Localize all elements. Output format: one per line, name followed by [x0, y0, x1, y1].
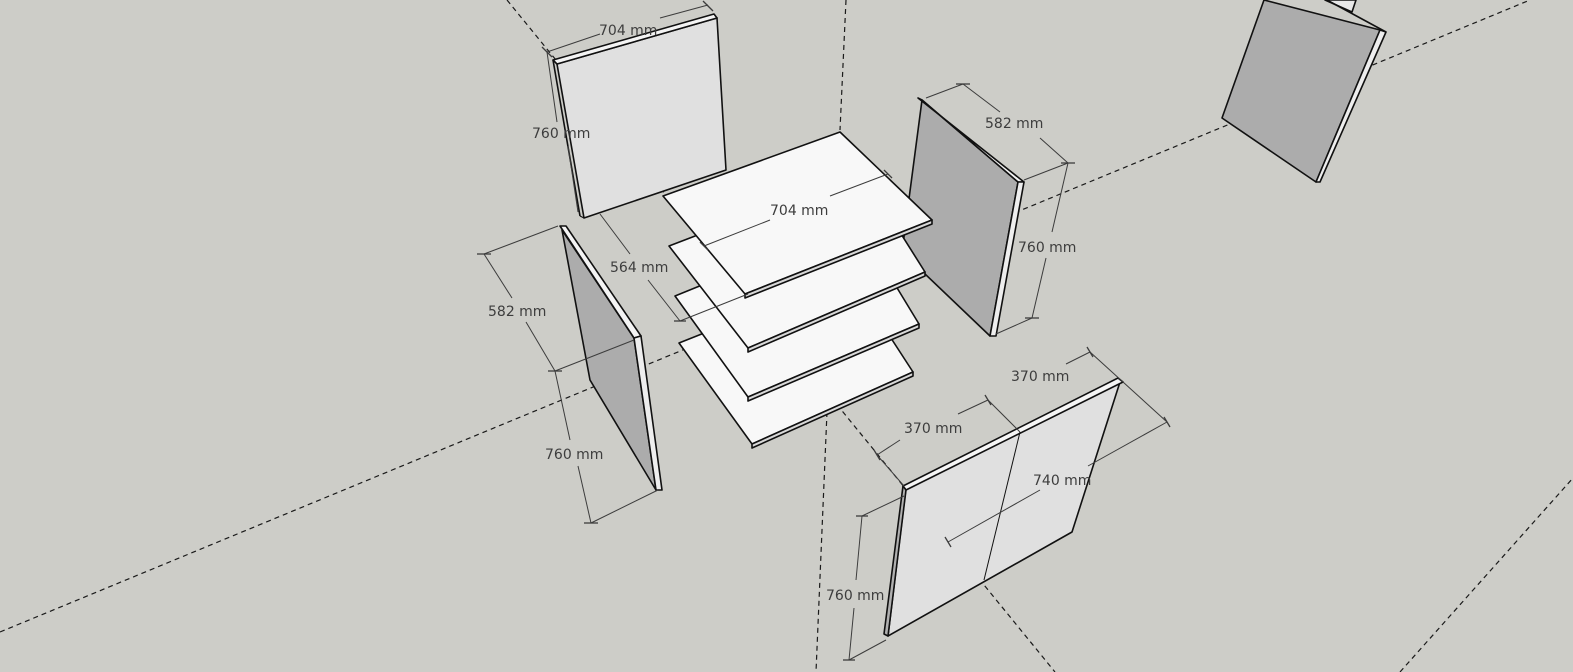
dim-back-width: 704 mm: [599, 23, 657, 39]
dimension-labels: 704 mm 760 mm 704 mm 564 mm 582 mm 760 m…: [488, 23, 1091, 604]
shelf-1[interactable]: [662, 131, 933, 299]
dim-right-depth: 582 mm: [985, 116, 1043, 132]
dim-door-a-width: 370 mm: [904, 421, 962, 437]
dim-door-height: 760 mm: [826, 588, 884, 604]
right-side-panel[interactable]: [901, 97, 1025, 337]
detached-panel[interactable]: [1221, 0, 1387, 183]
dim-right-height: 760 mm: [1018, 240, 1076, 256]
back-panel[interactable]: [552, 13, 727, 219]
dim-shelf-depth: 564 mm: [610, 260, 668, 276]
dim-left-height: 760 mm: [545, 447, 603, 463]
dim-back-height: 760 mm: [532, 126, 590, 142]
door-split-line: [983, 431, 1021, 581]
dimension-lines: [477, 0, 1171, 661]
dim-door-b-width: 370 mm: [1011, 369, 1069, 385]
doors[interactable]: [883, 377, 1124, 637]
z-axis-line-bottom: [815, 411, 828, 672]
z-axis-line-top: [839, 0, 847, 131]
left-side-panel[interactable]: [559, 225, 663, 491]
guide-line-bottom-right: [1399, 477, 1573, 672]
shelves[interactable]: [662, 131, 933, 449]
dim-left-depth: 582 mm: [488, 304, 546, 320]
dim-shelf-width: 704 mm: [770, 203, 828, 219]
dim-doors-total: 740 mm: [1033, 473, 1091, 489]
